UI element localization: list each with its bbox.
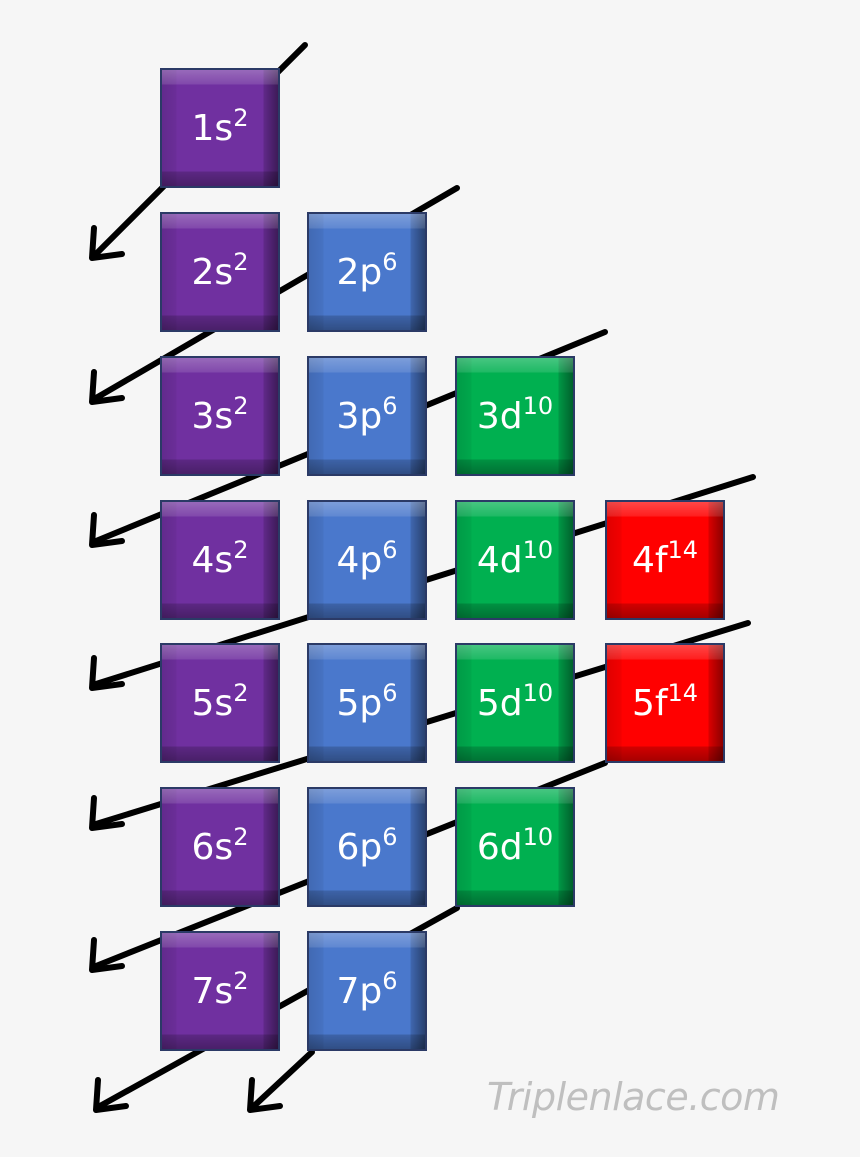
orbital-6s: 6s2	[160, 787, 280, 907]
orbital-label: 6d10	[476, 822, 554, 868]
orbital-label: 5f14	[631, 678, 699, 724]
orbital-label: 3d10	[476, 391, 554, 437]
orbital-label: 5d10	[476, 678, 554, 724]
orbital-4p: 4p6	[307, 500, 427, 620]
orbital-label: 6s2	[191, 822, 249, 868]
orbital-label: 6p6	[336, 822, 398, 868]
orbital-label: 2p6	[336, 247, 398, 293]
orbital-4s: 4s2	[160, 500, 280, 620]
orbital-5d: 5d10	[455, 643, 575, 763]
orbital-label: 1s2	[191, 103, 249, 149]
orbital-5s: 5s2	[160, 643, 280, 763]
orbital-4f: 4f14	[605, 500, 725, 620]
orbital-7s: 7s2	[160, 931, 280, 1051]
orbital-6d: 6d10	[455, 787, 575, 907]
orbital-label: 2s2	[191, 247, 249, 293]
orbital-label: 7p6	[336, 966, 398, 1012]
orbital-label: 4f14	[631, 535, 699, 581]
orbital-3d: 3d10	[455, 356, 575, 476]
orbital-label: 5p6	[336, 678, 398, 724]
orbital-5p: 5p6	[307, 643, 427, 763]
orbital-2s: 2s2	[160, 212, 280, 332]
watermark: Triplenlace.com	[487, 1075, 780, 1119]
orbital-label: 4d10	[476, 535, 554, 581]
orbital-3s: 3s2	[160, 356, 280, 476]
orbital-6p: 6p6	[307, 787, 427, 907]
orbital-label: 4p6	[336, 535, 398, 581]
orbital-2p: 2p6	[307, 212, 427, 332]
orbital-label: 4s2	[191, 535, 249, 581]
orbital-label: 3s2	[191, 391, 249, 437]
orbital-1s: 1s2	[160, 68, 280, 188]
orbital-7p: 7p6	[307, 931, 427, 1051]
orbital-label: 5s2	[191, 678, 249, 724]
orbital-3p: 3p6	[307, 356, 427, 476]
orbital-label: 7s2	[191, 966, 249, 1012]
orbital-4d: 4d10	[455, 500, 575, 620]
orbital-5f: 5f14	[605, 643, 725, 763]
orbital-label: 3p6	[336, 391, 398, 437]
